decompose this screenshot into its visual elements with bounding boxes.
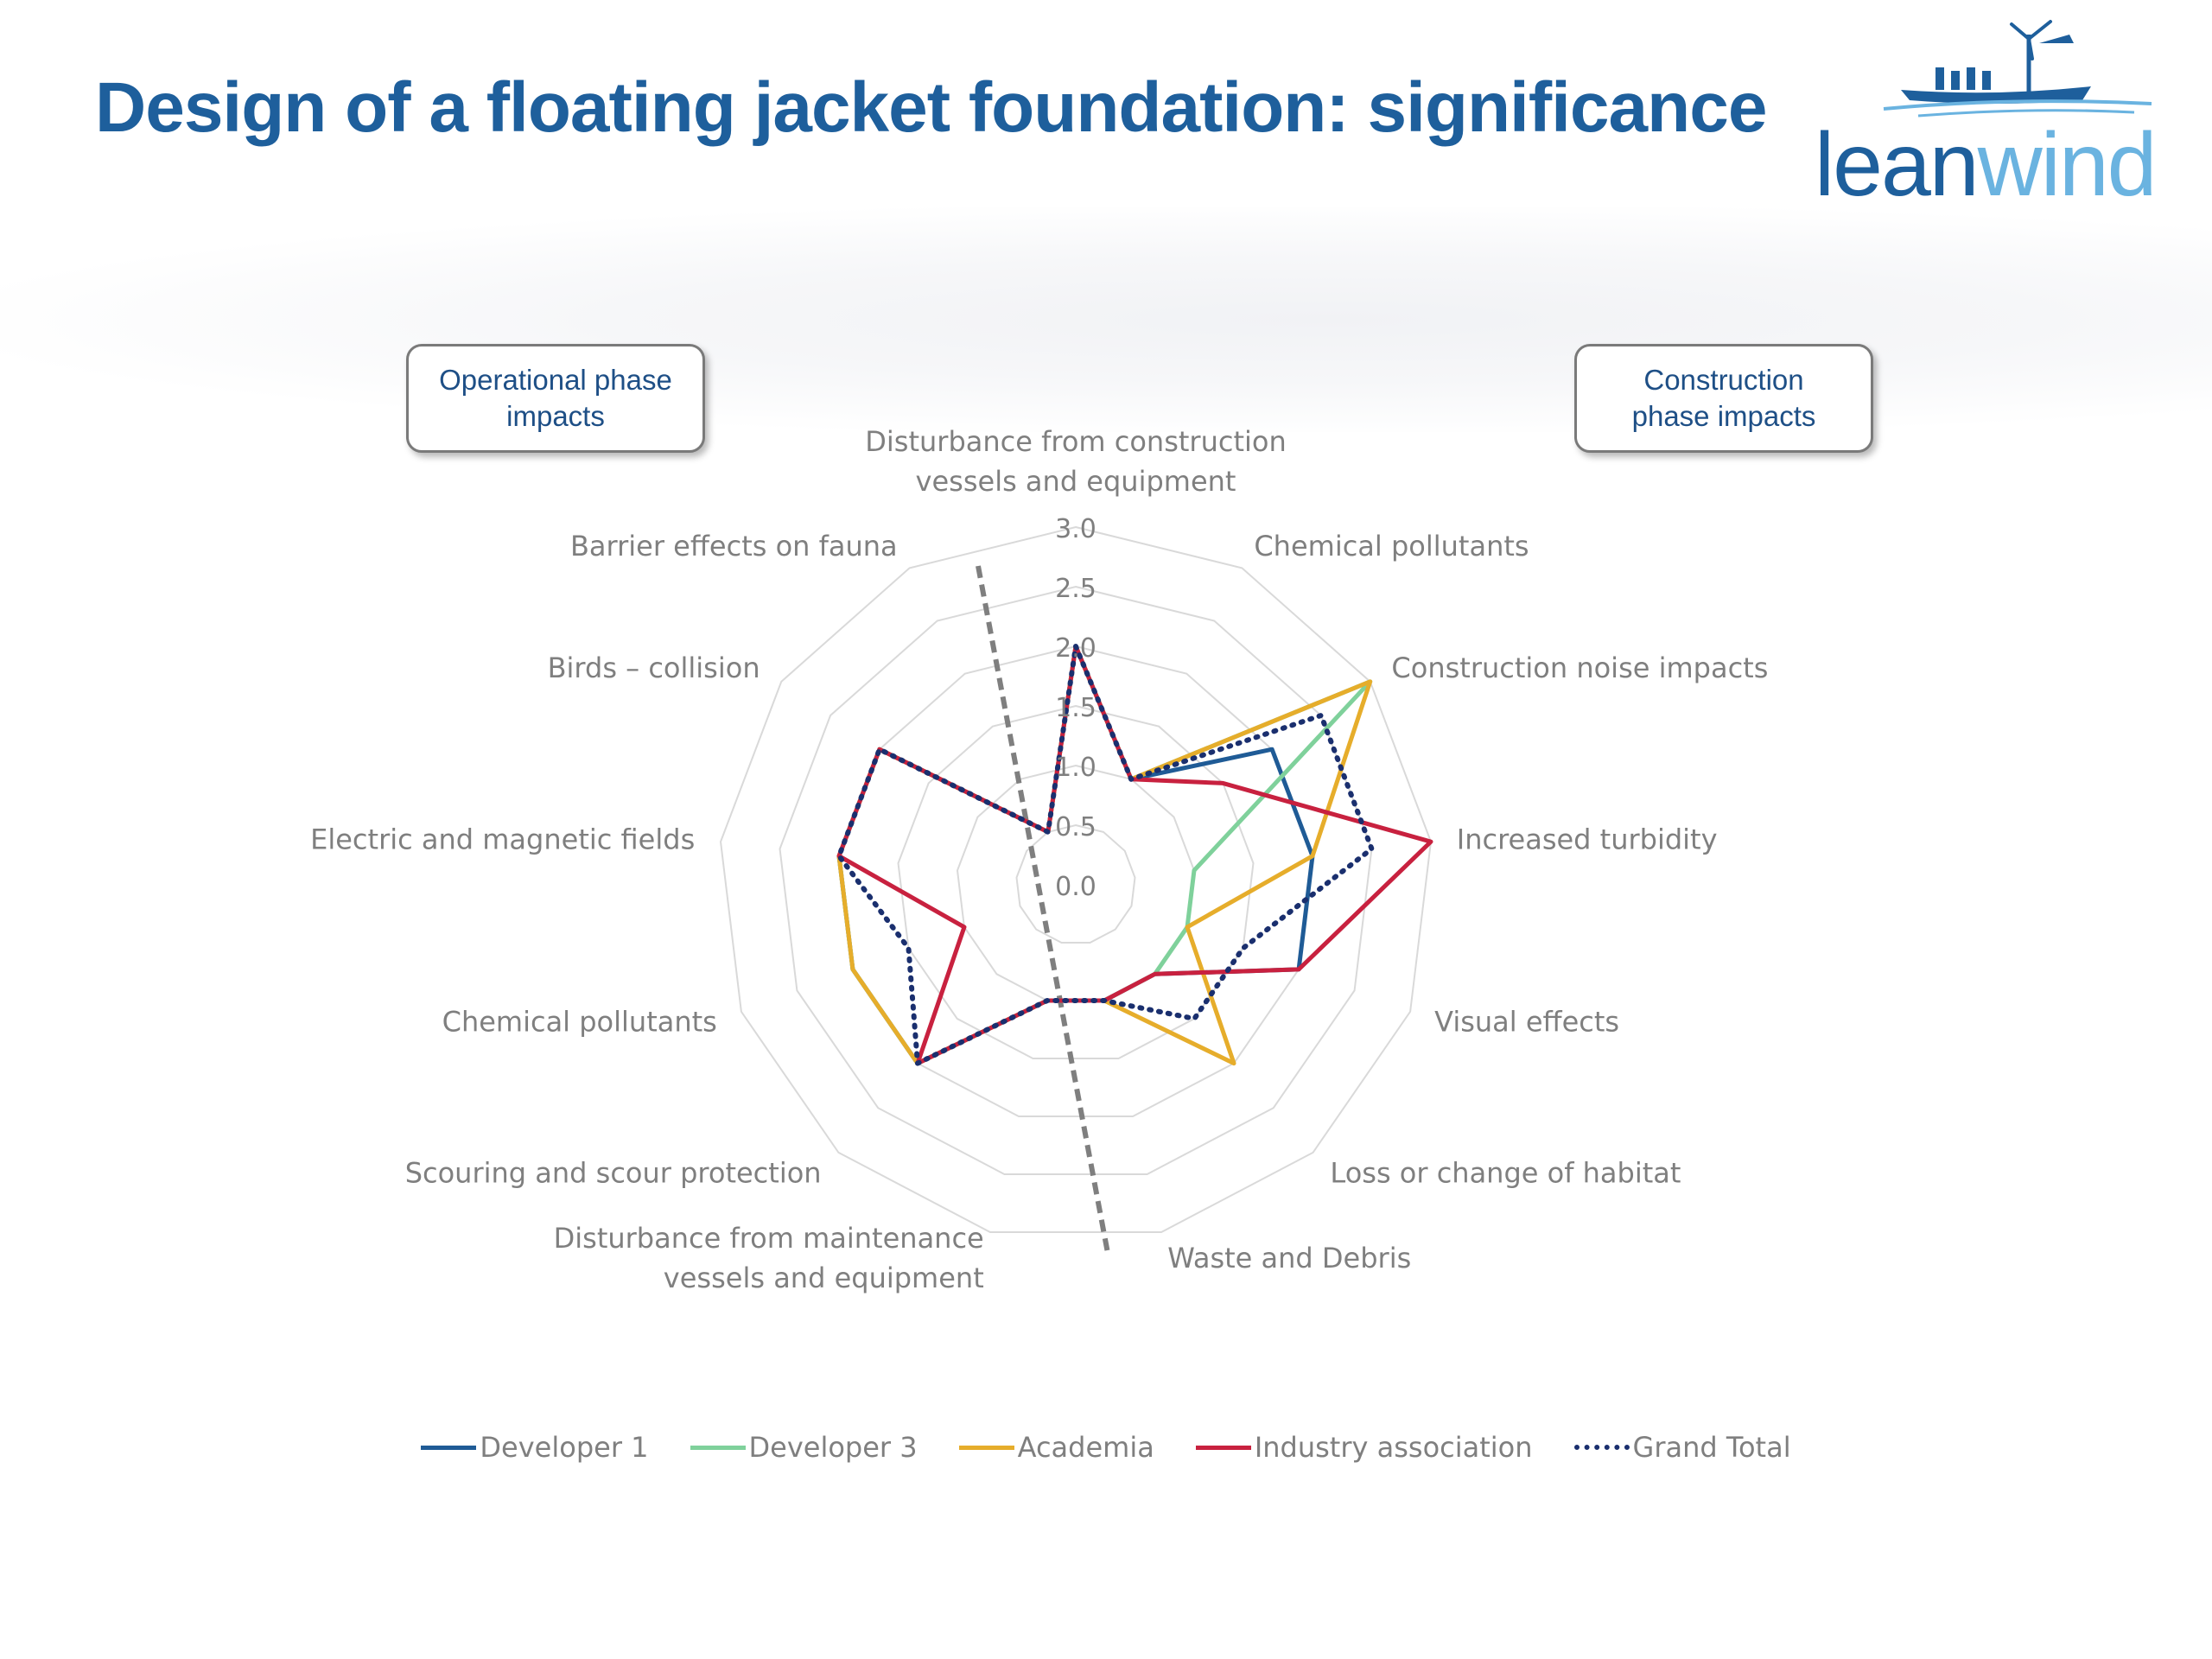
grid-ring <box>719 525 1433 1233</box>
legend-swatch <box>421 1445 477 1450</box>
tick-label: 3.0 <box>1055 514 1096 544</box>
chart-legend: Developer 1 Developer 3 Academia Industry a… <box>0 1426 2212 1469</box>
legend-item: Developer 1 <box>421 1431 649 1464</box>
leanwind-logo: leanwind <box>1806 17 2169 216</box>
construction-phase-box: Construction phase impacts <box>1574 344 1873 453</box>
axis-label: Birds – collision <box>548 652 760 684</box>
axis-label: Barrier effects on fauna <box>570 530 898 563</box>
series-line-grand-total <box>836 644 1375 1066</box>
axis-label: Visual effects <box>1434 1005 1619 1038</box>
logo-wordmark: leanwind <box>1815 114 2158 217</box>
axis-label: vessels and equipment <box>916 465 1236 498</box>
axis-label: Construction noise impacts <box>1391 652 1768 684</box>
axis-label: Scouring and scour protection <box>405 1156 822 1189</box>
page-title: Design of a floating jacket foundation: … <box>95 68 1767 147</box>
axis-label: Electric and magnetic fields <box>310 823 695 855</box>
legend-label: Developer 3 <box>748 1431 918 1464</box>
legend-label: Developer 1 <box>480 1431 649 1464</box>
tick-label: 0.5 <box>1055 812 1096 842</box>
operational-phase-box: Operational phase impacts <box>406 344 705 453</box>
tick-label: 1.5 <box>1055 693 1096 723</box>
legend-swatch <box>1573 1445 1630 1450</box>
axis-label: Chemical pollutants <box>1254 530 1529 563</box>
legend-label: Industry association <box>1254 1431 1533 1464</box>
legend-label: Grand Total <box>1632 1431 1791 1464</box>
legend-item: Developer 3 <box>690 1431 918 1464</box>
ship-and-wind-turbine-icon <box>1883 20 2152 118</box>
phase-divider-line <box>976 565 1110 1254</box>
legend-swatch <box>690 1445 746 1450</box>
tick-label: 2.5 <box>1055 574 1096 604</box>
tick-label: 1.0 <box>1055 753 1096 783</box>
axis-label: Disturbance from maintenance <box>554 1222 984 1255</box>
logo-word-lean: lean <box>1815 115 1980 215</box>
legend-item: Grand Total <box>1573 1431 1791 1464</box>
legend-label: Academia <box>1017 1431 1154 1464</box>
tick-label: 2.0 <box>1055 633 1096 664</box>
legend-swatch <box>1195 1445 1251 1450</box>
axis-label: Disturbance from construction <box>865 425 1286 458</box>
axis-label: vessels and equipment <box>664 1262 984 1294</box>
legend-swatch <box>958 1445 1014 1450</box>
axis-label: Loss or change of habitat <box>1330 1156 1681 1189</box>
legend-item: Industry association <box>1195 1431 1533 1464</box>
grid-ring <box>1015 823 1136 944</box>
logo-word-wind: wind <box>1977 115 2158 215</box>
axis-label: Waste and Debris <box>1167 1242 1411 1274</box>
axis-label: Increased turbidity <box>1457 823 1718 855</box>
tick-label: 0.0 <box>1055 872 1096 902</box>
grid-ring <box>897 704 1255 1059</box>
legend-item: Academia <box>958 1431 1154 1464</box>
axis-label: Chemical pollutants <box>442 1005 717 1038</box>
